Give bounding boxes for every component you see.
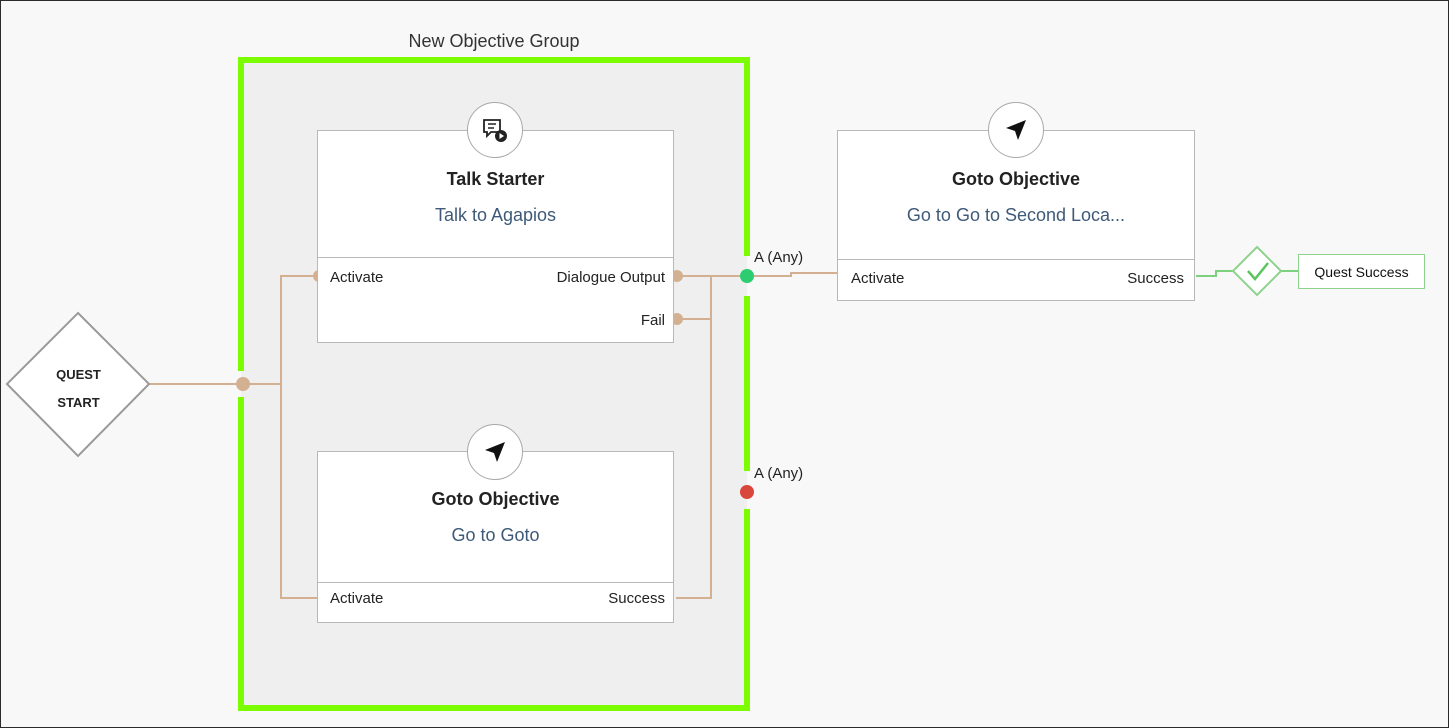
checkmark-icon [1247,262,1269,281]
quest-success-label[interactable]: Quest Success [1298,254,1425,289]
group-output-label-fail: A (Any) [754,465,804,482]
node-subtitle: Talk to Agapios [434,205,557,225]
group-output-any-success-port[interactable] [740,269,754,283]
port-label-activate: Activate [330,590,384,607]
talk-dialogue-output-port[interactable] [671,270,683,282]
objective-group-title: New Objective Group [408,31,580,51]
port-label-fail: Fail [640,312,665,329]
navigation-arrow-icon [988,102,1044,158]
port-label-success: Success [1127,270,1184,287]
talk-fail-port[interactable] [671,313,683,325]
node-divider [318,257,673,258]
node-subtitle: Go to Go to Second Loca... [906,205,1126,225]
node-title: Goto Objective [951,169,1081,189]
node-divider [838,259,1194,260]
group-input-port[interactable] [236,377,250,391]
navigation-arrow-icon [467,424,523,480]
quest-start-node[interactable] [5,311,151,458]
wire-success-to-end [1196,270,1233,277]
wire-outputs-merge [676,275,712,599]
objective-group-border[interactable] [238,57,750,711]
port-label-dialogue-output: Dialogue Output [556,269,665,286]
quest-start-line2: START [57,395,100,410]
quest-start-label: QUEST START [36,361,121,417]
quest-start-line1: QUEST [56,367,101,382]
wire-activate-branches [280,275,321,599]
node-title: Talk Starter [446,169,545,189]
quest-success-node[interactable] [1231,245,1283,297]
talk-starter-node[interactable]: Talk Starter Talk to Agapios Activate Di… [317,130,674,343]
port-label-activate: Activate [330,269,384,286]
group-output-label-success: A (Any) [754,249,804,266]
port-label-success: Success [608,590,665,607]
dialogue-play-icon [467,102,523,158]
node-title: Goto Objective [431,489,560,509]
node-divider [318,582,673,583]
group-output-any-fail-port[interactable] [740,485,754,499]
node-subtitle: Go to Goto [451,525,540,545]
wire-group-to-goto [711,272,837,277]
port-label-activate: Activate [851,270,905,287]
